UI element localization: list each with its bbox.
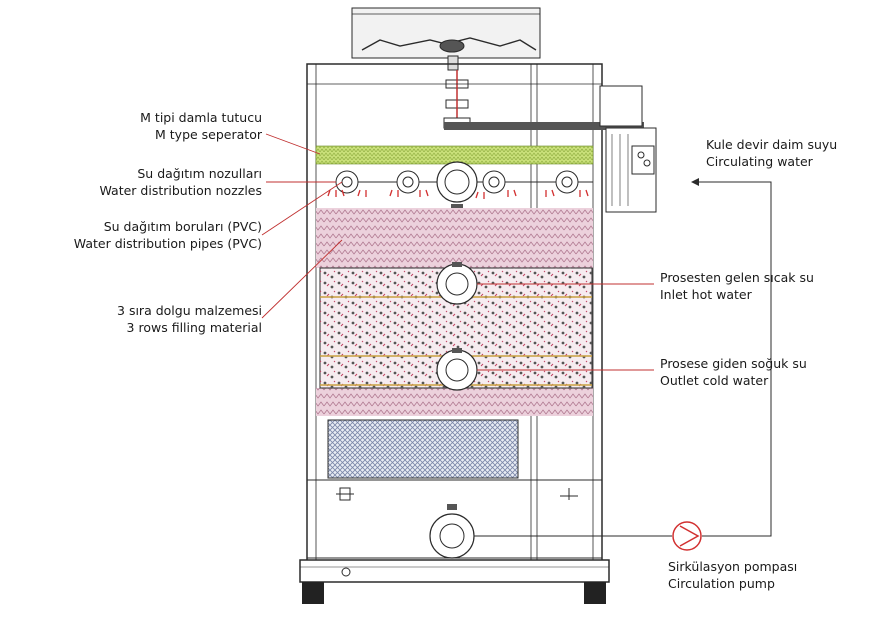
outlet-flange	[436, 348, 478, 391]
label-circulating-en: Circulating water	[706, 154, 813, 169]
label-fill-tr: 3 sıra dolgu malzemesi	[117, 303, 262, 318]
label-pump: Sirkülasyon pompası Circulation pump	[668, 558, 797, 592]
label-circulating: Kule devir daim suyu Circulating water	[706, 136, 837, 170]
label-nozzles: Su dağıtım nozulları Water distribution …	[100, 165, 263, 199]
label-drift-eliminator: M tipi damla tutucu M type seperator	[140, 109, 262, 143]
label-fill: 3 sıra dolgu malzemesi 3 rows filling ma…	[117, 302, 262, 336]
tower-base	[299, 559, 610, 604]
label-outlet-en: Outlet cold water	[660, 373, 769, 388]
circulation-piping	[474, 178, 772, 537]
label-inlet-en: Inlet hot water	[660, 287, 752, 302]
distribution-header	[316, 161, 593, 210]
basin	[307, 487, 602, 559]
pump-icon	[672, 521, 702, 551]
label-pump-en: Circulation pump	[668, 576, 775, 591]
spray-arrows	[327, 189, 589, 199]
label-nozzles-en: Water distribution nozzles	[99, 183, 263, 198]
label-drift-eliminator-en: M type seperator	[155, 127, 262, 142]
air-inlet-louver	[327, 419, 519, 479]
label-circulating-tr: Kule devir daim suyu	[706, 137, 838, 152]
label-fill-en: 3 rows filling material	[126, 320, 262, 335]
label-inlet-tr: Prosesten gelen sıcak su	[660, 270, 814, 285]
label-drift-eliminator-tr: M tipi damla tutucu	[140, 110, 262, 125]
label-pipes-tr: Su dağıtım boruları (PVC)	[103, 219, 262, 234]
label-pipes: Su dağıtım boruları (PVC) Water distribu…	[74, 218, 262, 252]
fan-housing	[351, 7, 541, 59]
label-outlet: Prosese giden soğuk su Outlet cold water	[660, 355, 807, 389]
label-outlet-tr: Prosese giden soğuk su	[660, 356, 807, 371]
drift-eliminator	[315, 145, 594, 165]
label-pipes-en: Water distribution pipes (PVC)	[73, 236, 262, 251]
leader-lines	[261, 133, 654, 371]
label-pump-tr: Sirkülasyon pompası	[668, 559, 798, 574]
label-inlet: Prosesten gelen sıcak su Inlet hot water	[660, 269, 814, 303]
label-nozzles-tr: Su dağıtım nozulları	[137, 166, 262, 181]
belt-drive	[444, 85, 644, 130]
motor	[605, 127, 657, 213]
fan-shaft	[443, 55, 471, 129]
